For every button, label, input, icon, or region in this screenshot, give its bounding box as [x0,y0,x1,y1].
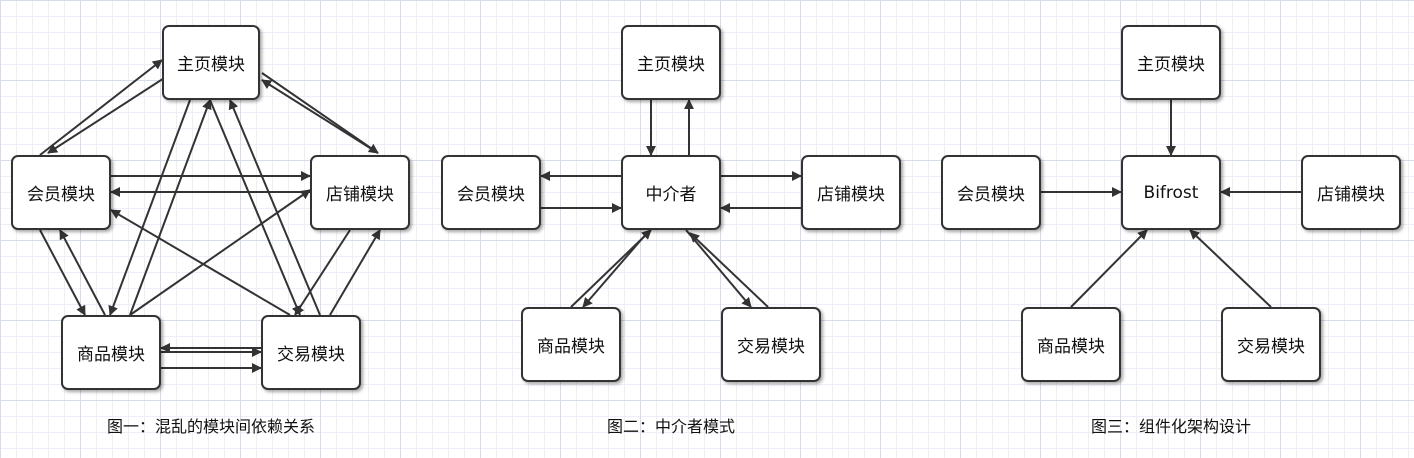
d1-caption: 图一：混乱的模块间依赖关系 [106,417,316,436]
d1-arrow-8 [59,229,106,316]
d2-arrow-8 [582,232,648,308]
diagram1-arrows [39,59,381,373]
d3-goods-module: 商品模块 [1021,307,1121,382]
d1-member-module: 会员模块 [11,155,111,230]
d1-arrow-7 [39,229,86,316]
d1-arrow-18 [129,189,311,316]
d1-arrow-15 [129,99,212,316]
d1-arrow-2 [47,72,173,154]
d3-member-module: 会员模块 [941,155,1041,230]
d1-arrow-19 [110,209,291,316]
diagram3-arrows [1041,100,1301,308]
d1-shop-module: 店铺模块 [310,155,410,230]
d3-arrow-5 [1189,229,1272,308]
d3-trade-module: 交易模块 [1221,307,1321,382]
d3-bifrost: Bifrost [1121,155,1221,230]
d1-home-module: 主页模块 [162,25,260,100]
d1-arrow-16 [209,99,302,316]
d1-trade-module: 交易模块 [261,315,361,390]
d3-home-module: 主页模块 [1121,25,1221,100]
d3-caption: 图三：组件化架构设计 [1090,417,1252,436]
d3-arrow-4 [1070,229,1148,308]
d1-arrow-10 [329,229,381,316]
d2-trade-module: 交易模块 [721,307,821,382]
d2-home-module: 主页模块 [621,25,721,100]
d2-arrow-9 [685,229,752,308]
diagram2-arrows [540,99,802,308]
d2-goods-module: 商品模块 [521,307,621,382]
d2-member-module: 会员模块 [441,155,541,230]
d1-goods-module: 商品模块 [61,315,161,390]
d2-arrow-10 [689,232,769,308]
d2-mediator: 中介者 [621,155,721,230]
d2-caption: 图二：中介者模式 [606,417,736,436]
d1-arrow-4 [261,79,379,154]
d1-arrow-14 [108,99,191,316]
d3-shop-module: 店铺模块 [1301,155,1401,230]
d1-arrow-1 [39,59,163,156]
d1-arrow-17 [228,99,321,316]
d2-shop-module: 店铺模块 [801,155,901,230]
d1-arrow-9 [294,229,351,316]
